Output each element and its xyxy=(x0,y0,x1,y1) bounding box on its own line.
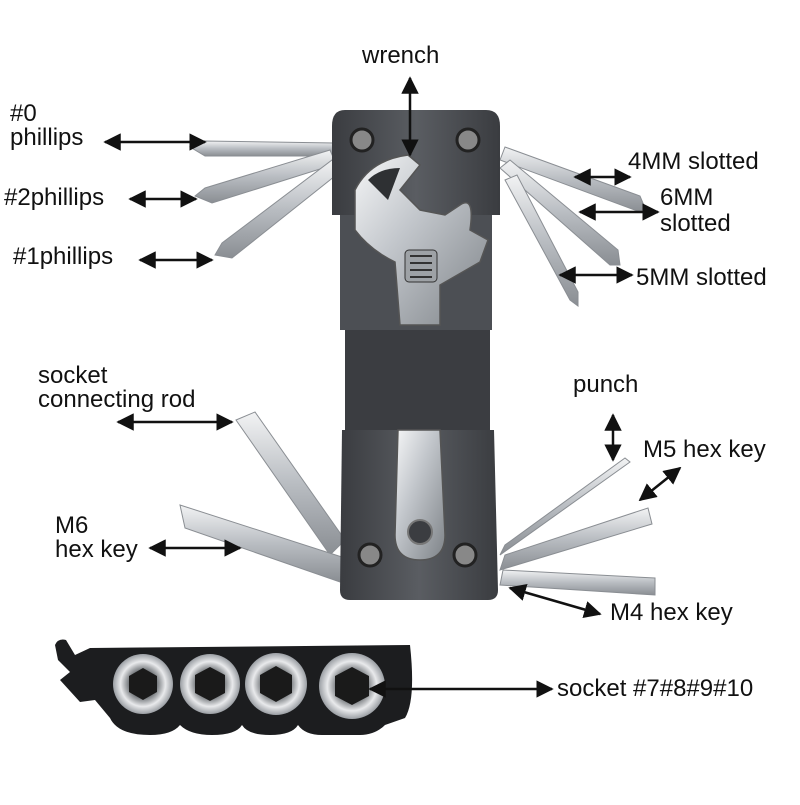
screw-top-left xyxy=(349,127,375,153)
label-punch: punch xyxy=(573,371,639,398)
punch-bit xyxy=(499,457,631,556)
label-m6-line1: M6 xyxy=(55,512,89,539)
slotted-6-bit xyxy=(499,159,621,266)
adjustable-wrench xyxy=(354,154,489,561)
label-phillips1: #1phillips xyxy=(13,243,114,270)
arrow-m5 xyxy=(638,466,682,502)
socket-8 xyxy=(180,654,240,714)
label-sockets: socket #7#8#9#10 xyxy=(557,675,754,702)
wrench-handle-hole xyxy=(407,519,433,545)
label-phillips0-line2: phillips xyxy=(10,124,84,151)
left-hex-keys xyxy=(179,411,346,583)
phillips-0-bit xyxy=(188,140,336,157)
label-phillips2: #2phillips xyxy=(4,184,105,211)
label-slotted6-line2: slotted xyxy=(660,210,731,237)
slotted-bits xyxy=(499,146,646,307)
m5-hex-key xyxy=(499,507,653,571)
label-slotted5: 5MM slotted xyxy=(636,264,767,291)
label-m5: M5 hex key xyxy=(643,436,766,463)
label-m6-line2: hex key xyxy=(55,536,138,563)
screw-top-right xyxy=(455,127,481,153)
right-hex-keys xyxy=(499,457,656,596)
label-wrench: wrench xyxy=(362,42,440,69)
socket-holder xyxy=(55,639,413,735)
wrench-adjuster-knob xyxy=(404,249,438,283)
socket-7 xyxy=(113,654,173,714)
phillips-bits xyxy=(188,140,341,259)
label-m4: M4 hex key xyxy=(610,599,733,626)
screw-bottom-right xyxy=(452,542,478,568)
socket-10 xyxy=(319,653,385,719)
screw-bottom-left xyxy=(357,542,383,568)
label-slotted4: 4MM slotted xyxy=(628,148,759,175)
m6-hex-key xyxy=(179,504,346,583)
socket-9 xyxy=(245,653,307,715)
label-socket-rod-line1: socket xyxy=(38,362,108,389)
label-phillips0-line1: #0 xyxy=(10,100,37,127)
arrow-m4 xyxy=(508,583,602,619)
label-socket-rod-line2: connecting rod xyxy=(38,386,196,413)
label-slotted6-line1: 6MM xyxy=(660,184,714,211)
annotation-arrows xyxy=(103,76,682,698)
m4-hex-key xyxy=(499,569,656,596)
